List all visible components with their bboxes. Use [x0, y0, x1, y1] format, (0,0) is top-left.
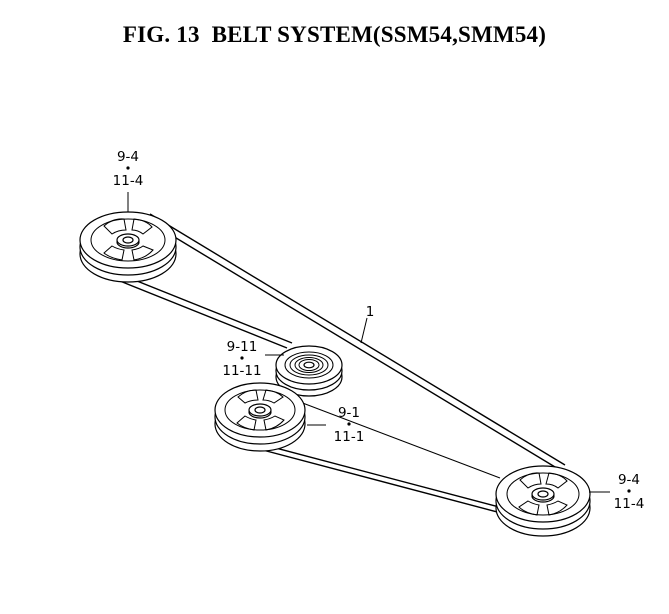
- callout-top-left-line1: 9-4: [117, 149, 139, 165]
- callout-right-line1: 9-4: [618, 472, 640, 488]
- callout-belt: 1: [366, 304, 375, 320]
- idler-pulley: [275, 345, 343, 397]
- callout-idler-line1: 9-11: [227, 339, 258, 355]
- callout-top-left-line2: 11-4: [113, 173, 144, 189]
- callout-dot: [627, 489, 631, 493]
- figure-title: FIG. 13 BELT SYSTEM(SSM54,SMM54): [122, 22, 547, 47]
- belt: [109, 213, 566, 519]
- right-pulley: [495, 465, 591, 537]
- leader-lines: [127, 192, 610, 493]
- callout-idler-line2: 11-11: [222, 363, 261, 379]
- callout-center-line1: 9-1: [338, 405, 360, 421]
- center-pulley: [214, 382, 306, 452]
- callout-center: 9-1 11-1: [334, 405, 365, 445]
- callout-center-line2: 11-1: [334, 429, 365, 445]
- top-left-pulley: [79, 211, 177, 283]
- callout-dot: [240, 356, 244, 360]
- callout-right-line2: 11-4: [614, 496, 645, 512]
- callout-right: 9-4 11-4: [614, 472, 645, 512]
- callout-top-left: 9-4 11-4: [113, 149, 144, 189]
- callout-idler: 9-11 11-11: [222, 339, 261, 379]
- callout-dot: [347, 422, 351, 426]
- callout-dot: [126, 166, 130, 170]
